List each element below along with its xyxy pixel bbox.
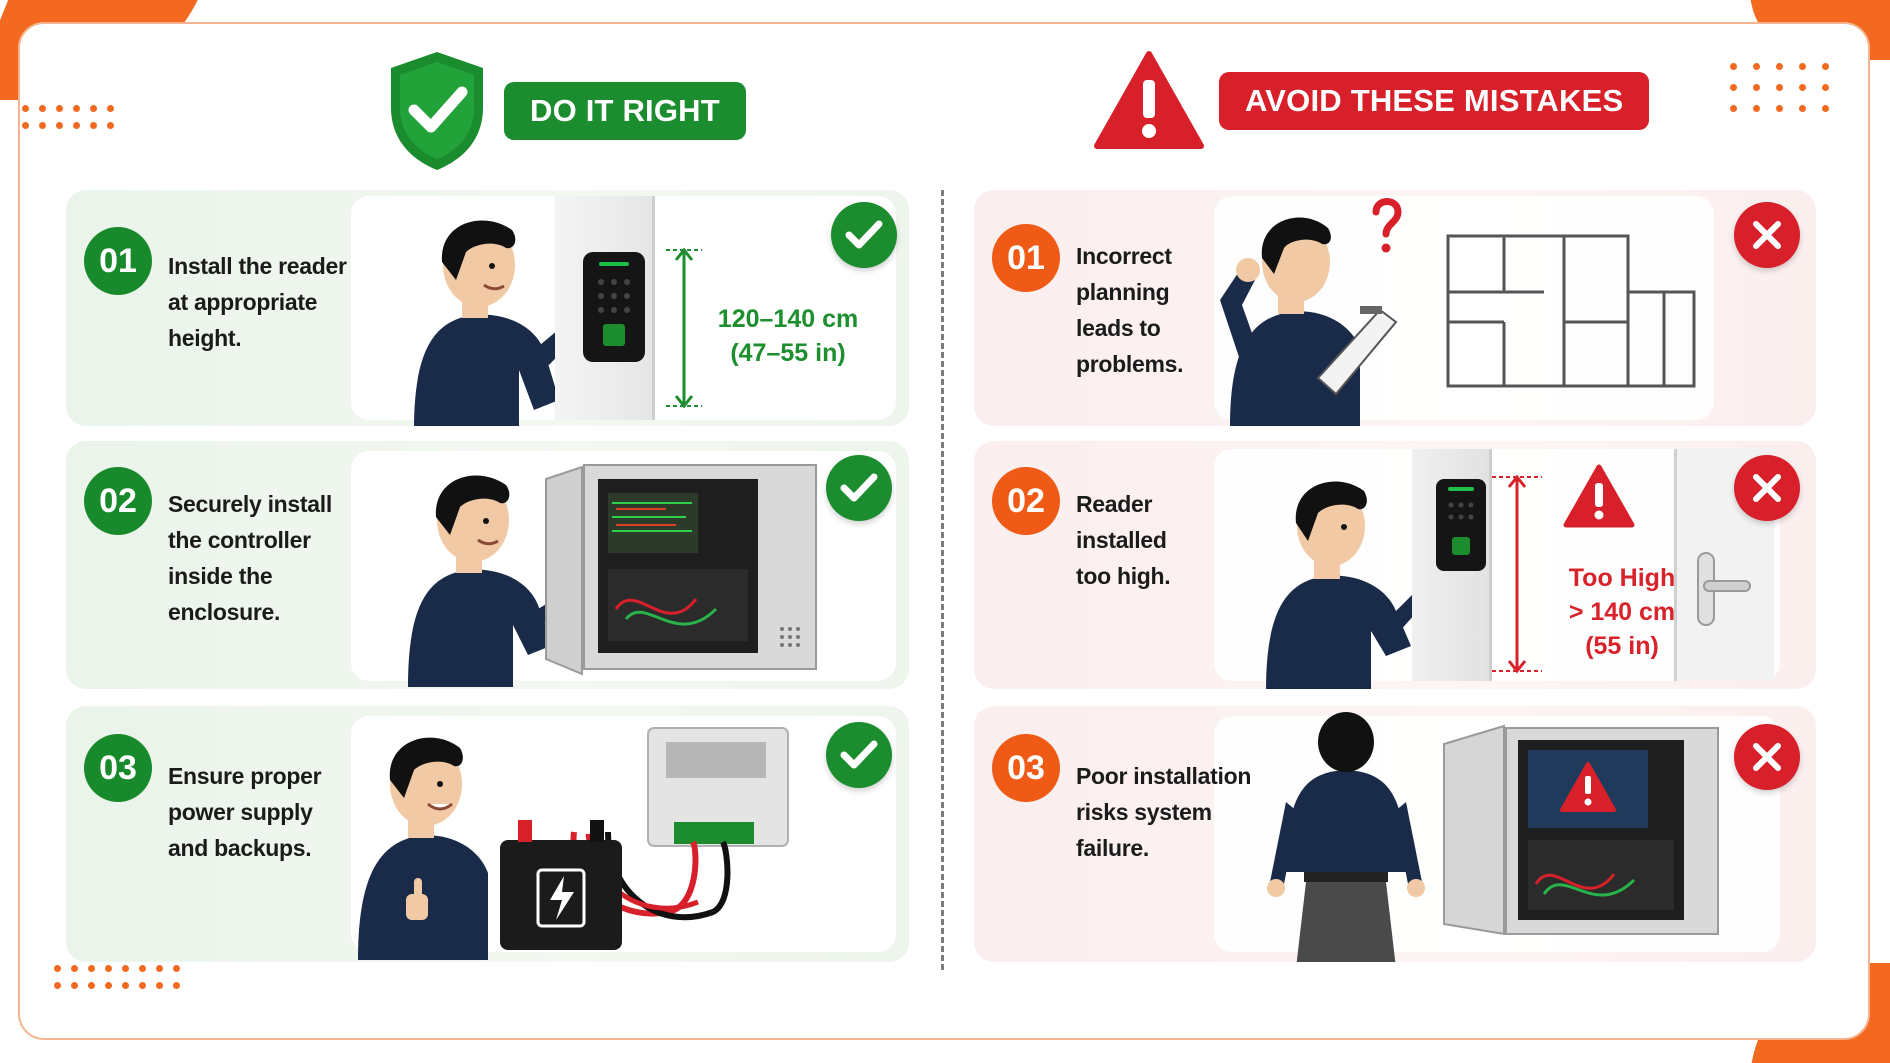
step-description: Incorrect planning leads to problems.	[1076, 243, 1184, 377]
column-divider	[941, 190, 944, 970]
shield-check-icon	[391, 52, 483, 170]
warning-triangle-icon	[1563, 464, 1635, 528]
do-right-card-1: 01 Install the reader at appropriate hei…	[66, 190, 909, 426]
step-description: Reader installed too high.	[1076, 491, 1171, 589]
technician-back-view-illustration	[1267, 712, 1425, 962]
avoid-mistakes-label: AVOID THESE MISTAKES	[1219, 72, 1650, 130]
step-description: Poor installation risks system failure.	[1076, 763, 1252, 861]
decorative-dots	[22, 105, 114, 129]
x-icon	[1734, 455, 1800, 521]
x-icon	[1734, 724, 1800, 790]
avoid-mistakes-header: AVOID THESE MISTAKES	[1093, 50, 1650, 152]
step-description: Install the reader at appropriate height…	[168, 253, 347, 351]
step-number: 02	[84, 467, 152, 535]
step-description: Ensure proper power supply and backups.	[168, 763, 322, 861]
technician-thumbs-up-illustration	[358, 737, 488, 960]
step-number: 01	[84, 227, 152, 295]
door-handle-icon	[1697, 552, 1751, 626]
card-reader-icon	[583, 252, 645, 362]
height-dimension-line	[666, 247, 702, 409]
mistake-card-2: 02 Reader installed too high. Too High >…	[974, 441, 1816, 689]
decorative-dots	[54, 965, 180, 989]
technician-illustration	[414, 220, 612, 426]
confused-technician-illustration	[1220, 198, 1402, 426]
failed-enclosure-illustration	[1443, 724, 1719, 936]
do-right-card-3: 03 Ensure proper power supply and backup…	[66, 706, 909, 962]
card-reader-icon	[1436, 479, 1486, 571]
step-number: 01	[992, 224, 1060, 292]
too-high-dimension-line	[1492, 474, 1542, 674]
too-high-measurement: Too High > 140 cm (55 in)	[1568, 564, 1676, 660]
battery-power-supply-illustration	[500, 727, 789, 950]
step-number: 03	[84, 734, 152, 802]
x-icon	[1734, 202, 1800, 268]
mistake-card-1: 01 Incorrect planning leads to problems.	[974, 190, 1816, 426]
step-description: Securely install the controller inside t…	[168, 491, 332, 625]
decorative-dots	[1800, 990, 1841, 1014]
do-it-right-header: DO IT RIGHT	[386, 50, 746, 172]
decorative-dots	[30, 35, 71, 59]
step-number: 02	[992, 467, 1060, 535]
do-it-right-label: DO IT RIGHT	[504, 82, 746, 140]
do-right-card-2: 02 Securely install the controller insid…	[66, 441, 909, 689]
mistake-card-3: 03 Poor installation risks system failur…	[974, 706, 1816, 962]
checkmark-icon	[826, 722, 892, 788]
warning-triangle-icon	[1094, 51, 1204, 149]
floor-plan-icon	[1446, 234, 1696, 388]
checkmark-icon	[826, 455, 892, 521]
controller-enclosure-illustration	[545, 464, 817, 676]
checkmark-icon	[831, 202, 897, 268]
height-measurement: 120–140 cm (47–55 in)	[717, 305, 859, 367]
decorative-dots	[1730, 63, 1831, 112]
step-number: 03	[992, 734, 1060, 802]
